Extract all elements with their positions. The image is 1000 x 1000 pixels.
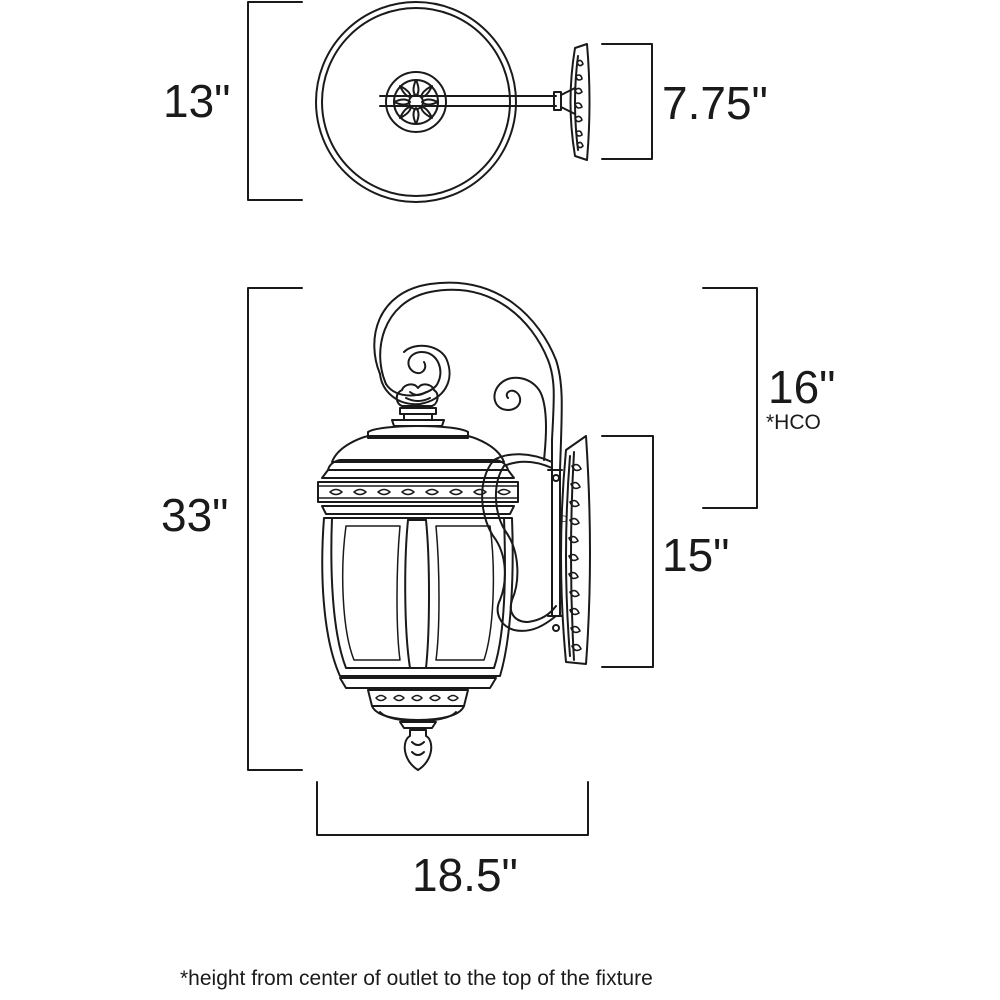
dimension-label-13: 13": [163, 75, 231, 127]
bracket-16: [702, 287, 758, 509]
dimension-label-7-75: 7.75": [662, 77, 768, 129]
dimension-label-18-5: 18.5": [412, 849, 518, 901]
footnote: *height from center of outlet to the top…: [180, 967, 653, 990]
backplate-side: [560, 435, 591, 665]
side-view: D: [247, 281, 758, 836]
bracket-33: [247, 287, 303, 771]
shade-inner-circle: [321, 7, 511, 197]
rosette-ornament-icon: [385, 71, 447, 133]
lantern-side-view-icon: [317, 383, 519, 771]
bracket-13: [247, 1, 303, 201]
hco-note: *HCO: [766, 411, 821, 434]
dimension-label-16: 16": [768, 361, 836, 413]
bracket-18-5: [316, 781, 589, 836]
dimension-label-33: 33": [161, 489, 229, 541]
top-view: [247, 1, 653, 203]
dimension-label-15: 15": [662, 529, 730, 581]
svg-text:D: D: [561, 514, 568, 524]
bracket-7-75: [601, 43, 653, 160]
finial-icon: [403, 729, 433, 771]
backplate-top: [569, 43, 591, 161]
arm-collar: [553, 91, 562, 111]
bracket-15: [601, 435, 654, 668]
shade-outer-circle: [315, 1, 517, 203]
scroll-arm: D: [373, 281, 568, 632]
arm-neck: [560, 87, 576, 115]
